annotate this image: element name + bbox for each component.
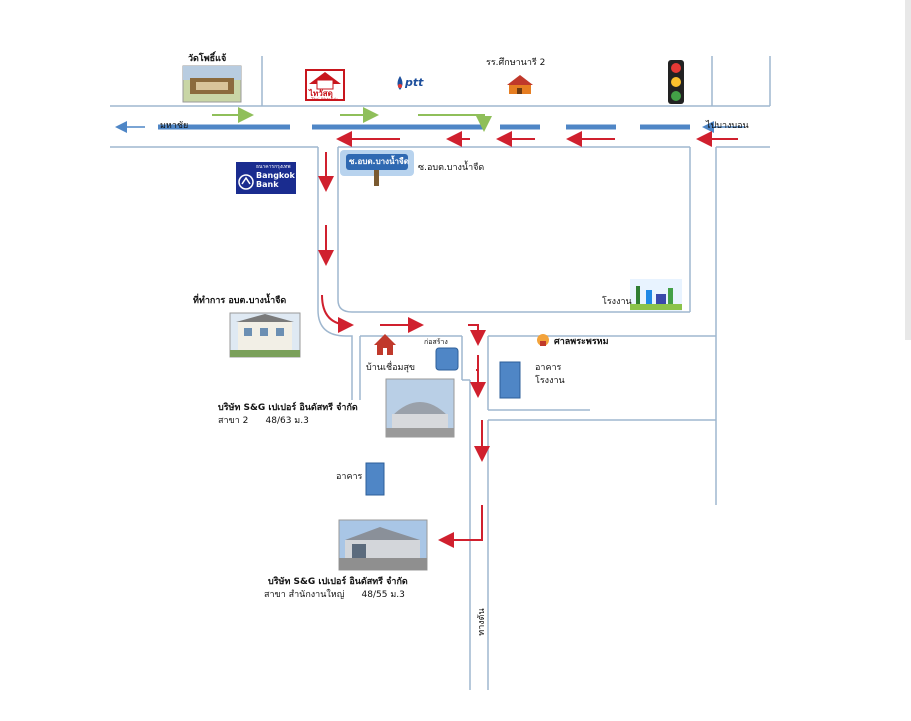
soi-sign [340,150,414,186]
branch2-address-label: สาขา 2 48/63 ม.3 [218,416,309,426]
maha-chai-label: มหาชัย [160,121,189,131]
district-office-photo [229,312,301,358]
soi-name-label: ซ.อบต.บางน้ำจืด [418,163,485,173]
hq-factory-photo [338,519,428,571]
construction-block [435,347,459,371]
route-arrows [318,131,738,548]
thai-watsadu-subtext: Thai Watsadu [311,97,339,102]
branch2-company-label: บริษัท S&G เปเปอร์ อินดัสทรี จำกัด [218,403,358,413]
school-label: รร.ศึกษานารี 2 [486,58,546,68]
bangkok-bank-line1: Bangkok [256,171,295,180]
green-arrows [212,107,492,132]
dead-end-label: ทางตัน [477,608,487,635]
bank-icon [236,162,296,194]
scrollbar-edge [905,0,911,340]
building-factory-line1: อาคาร [535,363,562,373]
thai-watsadu-logo [305,69,345,101]
building-block [365,462,385,496]
hq-address-label: สาขา สำนักงานใหญ่ 48/55 ม.3 [264,590,405,600]
construction-label: ก่อสร้าง [424,338,448,346]
wat-pho-lae-label: วัดโพธิ์แจ้ [188,54,227,64]
ptt-icon [397,76,403,90]
factory-building-block [499,361,521,399]
house-icon [374,334,396,355]
thai-watsadu-text: ไทวัสดุ [309,89,333,98]
school-icon [507,75,533,94]
traffic-light-icon [668,60,684,104]
shrine-label: ศาลพระพรหม [554,337,609,347]
wat-pho-lae-photo [182,65,242,103]
to-bang-bon-label: ไปบางบอน [706,121,749,131]
ptt-text: ptt [405,76,424,89]
district-office-label: ที่ทำการ อบต.บางน้ำจืด [193,296,287,306]
building-factory-line2: โรงงาน [535,376,565,386]
welder-house-label: บ้านเชื่อมสุข [366,363,416,373]
bangkok-bank-line2: Bank [256,180,279,189]
bangkok-bank-thai-text: ธนาคารกรุงเทพ [256,164,291,170]
soi-sign-text: ซ.อบต.บางน้ำจืด [349,157,409,166]
building-label: อาคาร [336,472,363,482]
factory-label: โรงงาน [602,297,632,307]
factory-icon [630,279,682,311]
road-outlines [110,56,771,690]
branch2-factory-photo [385,378,455,438]
hq-company-label: บริษัท S&G เปเปอร์ อินดัสทรี จำกัด [268,577,408,587]
shrine-icon [537,334,549,346]
